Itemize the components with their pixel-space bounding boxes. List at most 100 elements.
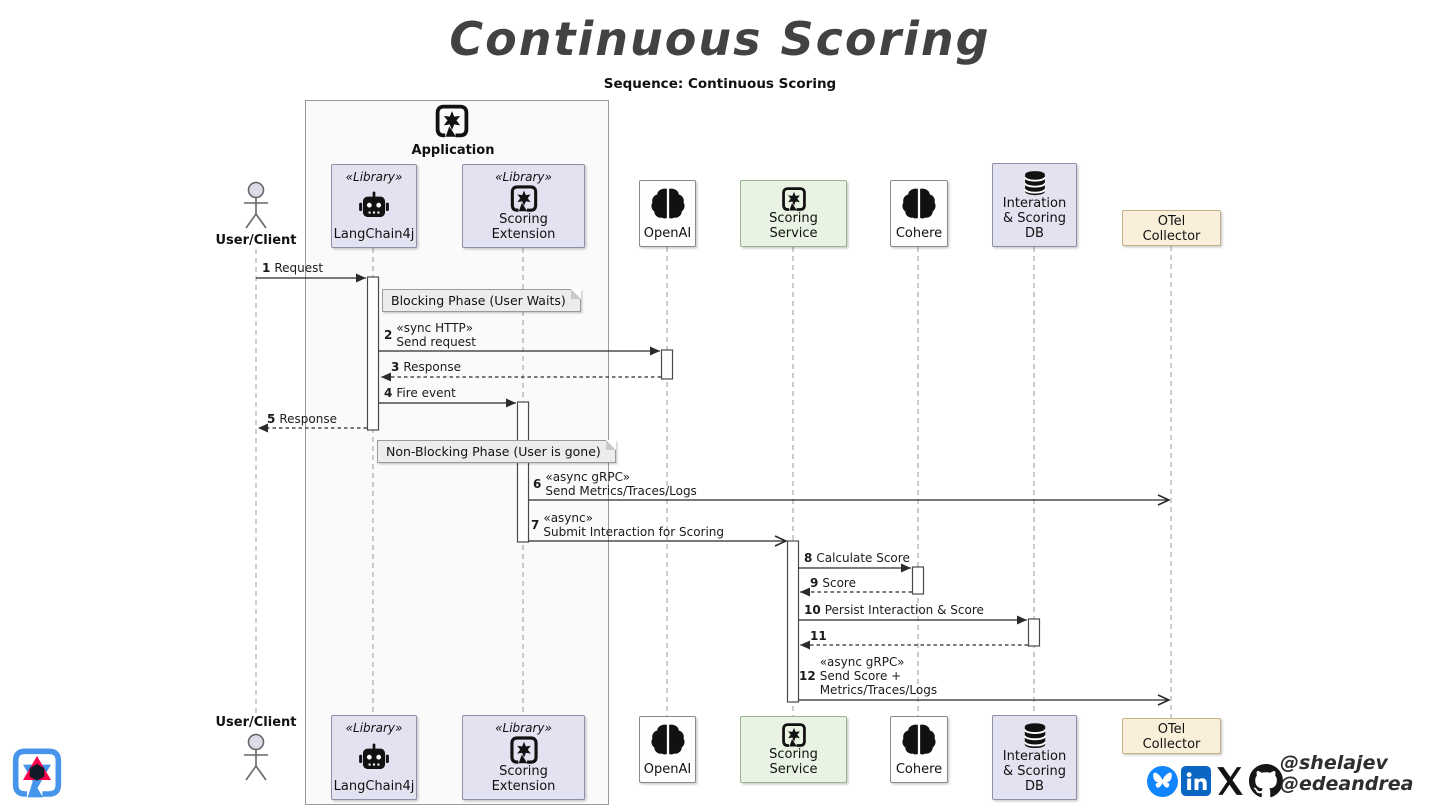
message-text: Request — [274, 261, 324, 275]
handle-edeandrea[interactable]: @edeandrea — [1280, 773, 1414, 796]
x-icon[interactable] — [1214, 765, 1246, 801]
participant-name: Scoring Extension — [491, 764, 556, 795]
brain-icon — [900, 722, 938, 756]
participant-cohere-top: Cohere — [890, 180, 948, 247]
message-number: 1 — [262, 261, 271, 275]
bluesky-icon[interactable] — [1147, 765, 1178, 801]
participant-scoring-service-top: Scoring Service — [740, 180, 847, 247]
participant-langchain4j-bottom: «Library» LangChain4j — [331, 715, 417, 800]
quarkus-icon — [775, 722, 813, 748]
user-actor-top — [244, 181, 268, 229]
message-stereotype: «sync HTTP» — [396, 321, 474, 335]
message-text: Calculate Score — [816, 551, 910, 565]
message-number: 11 — [810, 629, 827, 643]
actor-user-bottom: User/Client — [215, 715, 297, 730]
participant-name: Scoring Service — [769, 747, 818, 778]
message-number: 5 — [267, 412, 276, 426]
participant-langchain4j-top: «Library» LangChain4j — [331, 164, 417, 248]
message-text: Send Score + — [819, 669, 902, 684]
message-number: 6 — [533, 477, 542, 492]
quarkus-logo — [12, 748, 62, 798]
message-number: 10 — [804, 603, 821, 617]
message-text: Send Metrics/Traces/Logs — [545, 484, 697, 499]
participant-name: Scoring Extension — [491, 212, 556, 243]
brain-icon — [649, 722, 687, 756]
quarkus-icon — [505, 184, 543, 213]
participant-scoring-extension-bottom: «Library» Scoring Extension — [462, 715, 585, 800]
brain-icon — [900, 186, 938, 220]
message-12: 12 «async gRPC» Send Score + Metrics/Tra… — [799, 655, 937, 697]
actor-user-top: User/Client — [215, 233, 297, 248]
handle-shelajev[interactable]: @shelajev — [1280, 752, 1388, 774]
message-text: Score — [822, 576, 856, 590]
participant-name: OTel Collector — [1142, 721, 1201, 752]
participant-cohere-bottom: Cohere — [890, 716, 948, 783]
linkedin-icon[interactable] — [1181, 766, 1211, 800]
user-actor-bottom — [244, 733, 268, 781]
message-number: 2 — [384, 328, 393, 343]
robot-icon — [357, 189, 391, 223]
participant-name: LangChain4j — [333, 227, 415, 243]
participant-scoring-extension-top: «Library» Scoring Extension — [462, 164, 585, 248]
message-text: Persist Interaction & Score — [824, 603, 984, 617]
stereotype-label: «Library» — [495, 721, 552, 735]
message-text: Response — [403, 360, 461, 374]
message-text: Fire event — [396, 386, 456, 400]
stereotype-label: «Library» — [345, 170, 403, 184]
message-text: Metrics/Traces/Logs — [819, 683, 938, 698]
participant-name: OTel Collector — [1142, 213, 1201, 244]
participant-scoring-db-top: Interation & Scoring DB — [992, 163, 1077, 247]
participant-name: Interation & Scoring DB — [1002, 749, 1067, 795]
participant-name: Interation & Scoring DB — [1002, 196, 1067, 242]
robot-icon — [357, 741, 391, 775]
message-number: 9 — [810, 576, 819, 590]
message-text: Response — [279, 412, 337, 426]
message-number: 4 — [384, 386, 393, 400]
message-2: 2 «sync HTTP»Send request — [384, 321, 476, 349]
participant-name: OpenAI — [643, 226, 692, 242]
participant-name: Cohere — [895, 762, 943, 778]
database-icon — [1014, 169, 1056, 197]
participant-name: OpenAI — [643, 762, 692, 778]
page-title: Continuous Scoring — [449, 12, 991, 66]
message-number: 7 — [531, 518, 540, 533]
brain-icon — [649, 186, 687, 220]
participant-openai-bottom: OpenAI — [639, 716, 696, 783]
message-number: 3 — [391, 360, 400, 374]
stereotype-label: «Library» — [495, 170, 552, 184]
participant-name: Scoring Service — [769, 211, 818, 242]
github-icon[interactable] — [1249, 764, 1283, 802]
application-frame-label: Application — [411, 143, 495, 158]
message-number: 8 — [804, 551, 813, 565]
participant-scoring-service-bottom: Scoring Service — [740, 716, 847, 783]
participant-scoring-db-bottom: Interation & Scoring DB — [992, 715, 1077, 800]
stereotype-label: «Library» — [345, 721, 403, 735]
quarkus-icon — [505, 735, 543, 765]
participant-name: Cohere — [895, 226, 943, 242]
quarkus-icon — [434, 103, 470, 139]
participant-otel-collector-top: OTel Collector — [1122, 210, 1221, 246]
author-handles: @shelajev @edeandrea — [1280, 752, 1414, 796]
participant-name: LangChain4j — [333, 779, 415, 795]
message-text: Submit Interaction for Scoring — [543, 525, 725, 540]
participant-otel-collector-bottom: OTel Collector — [1122, 718, 1221, 754]
message-11: 11 — [810, 629, 831, 643]
message-stereotype: «async» — [543, 511, 593, 525]
participant-openai-top: OpenAI — [639, 180, 696, 247]
database-icon — [1014, 721, 1056, 750]
message-text: Send request — [396, 335, 477, 350]
message-6: 6 «async gRPC»Send Metrics/Traces/Logs — [533, 470, 697, 498]
message-7: 7 «async»Submit Interaction for Scoring — [531, 511, 724, 539]
diagram-subtitle: Sequence: Continuous Scoring — [603, 76, 837, 92]
note-blocking-phase: Blocking Phase (User Waits) — [382, 289, 581, 312]
quarkus-icon — [775, 186, 813, 212]
